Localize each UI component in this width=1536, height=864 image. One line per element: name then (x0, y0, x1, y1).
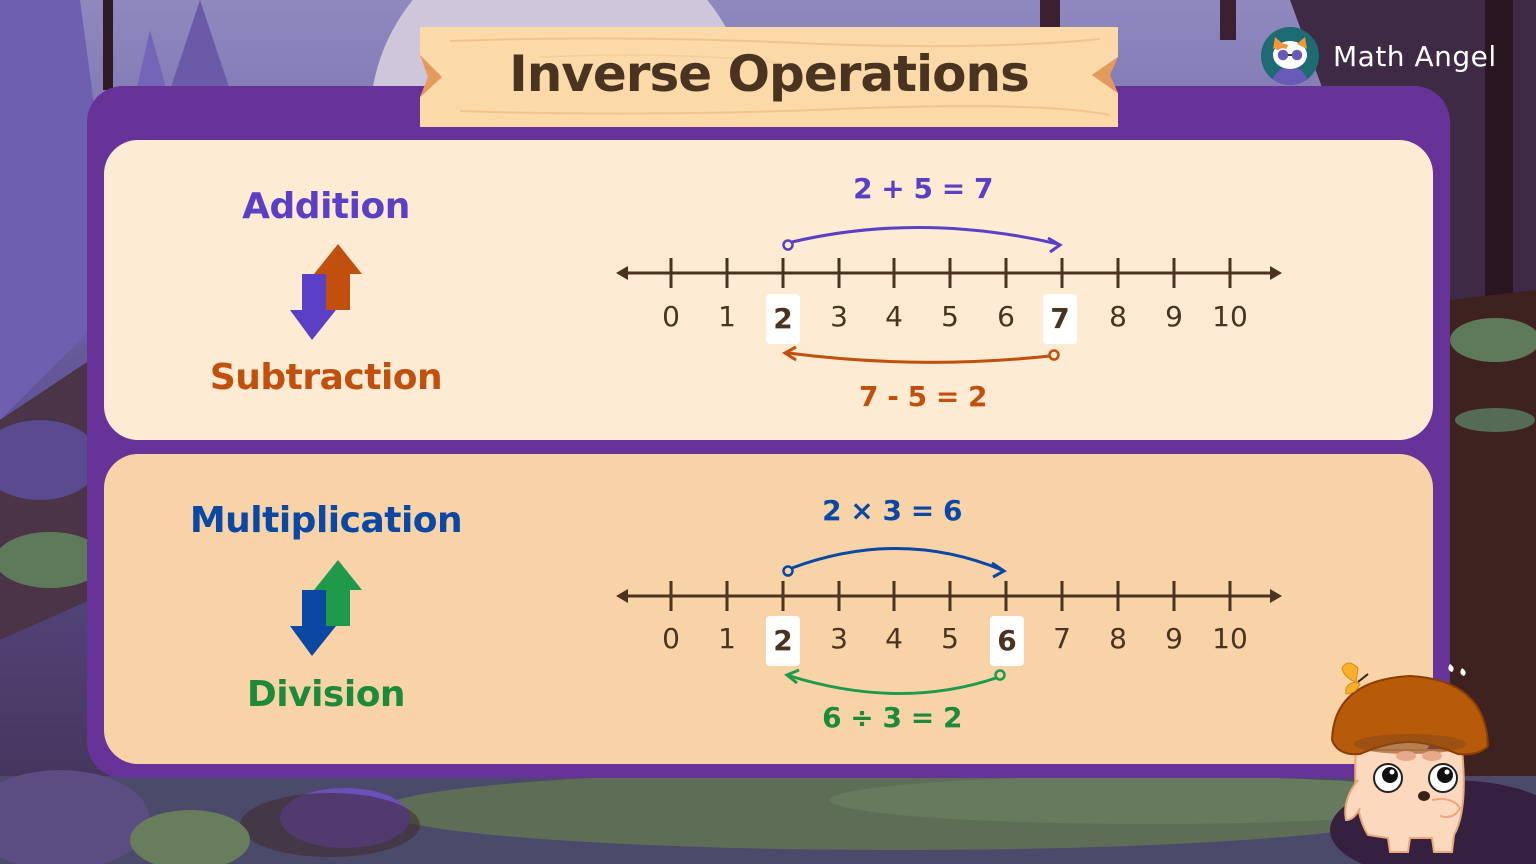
swap-arrows-icon (290, 560, 362, 656)
tick-label: 0 (662, 622, 680, 655)
tick-label: 4 (885, 622, 903, 655)
wooden-plank-icon (420, 27, 1118, 127)
brand: Math Angel (1261, 27, 1497, 85)
subtraction-equation: 7 - 5 = 2 (858, 380, 988, 413)
swap-arrows-icon (290, 244, 362, 340)
tick-label: 3 (830, 622, 848, 655)
multiplication-label: Multiplication (189, 500, 463, 541)
addition-equation: 2 + 5 = 7 (853, 172, 993, 205)
tick-label: 10 (1212, 622, 1248, 655)
tick-label-highlighted: 7 (1043, 294, 1077, 344)
tick-label-highlighted: 2 (766, 294, 800, 344)
multiplication-equation: 2 × 3 = 6 (822, 494, 962, 527)
tick-label-highlighted: 2 (766, 616, 800, 666)
addition-label: Addition (242, 186, 410, 227)
page-title: Inverse Operations (509, 45, 1030, 103)
tick-label: 8 (1109, 622, 1127, 655)
tick-label: 5 (941, 622, 959, 655)
tick-label: 4 (885, 300, 903, 333)
mushroom-mascot-icon (1330, 662, 1490, 853)
tick-label: 0 (662, 300, 680, 333)
cat-with-sunglasses-logo-icon (1261, 27, 1319, 85)
brand-name: Math Angel (1333, 39, 1497, 73)
tick-label: 7 (1053, 622, 1071, 655)
division-label: Division (246, 674, 406, 715)
tick-label: 9 (1165, 300, 1183, 333)
tick-label: 10 (1212, 300, 1248, 333)
tick-label: 6 (997, 300, 1015, 333)
tick-label: 9 (1165, 622, 1183, 655)
title-sign: Inverse Operations (420, 27, 1118, 127)
tick-label: 5 (941, 300, 959, 333)
subtraction-label: Subtraction (209, 357, 443, 398)
tick-label: 8 (1109, 300, 1127, 333)
tick-label: 1 (718, 300, 736, 333)
division-equation: 6 ÷ 3 = 2 (822, 701, 962, 734)
tick-label-highlighted: 6 (990, 616, 1024, 666)
tick-label: 1 (718, 622, 736, 655)
tick-label: 3 (830, 300, 848, 333)
